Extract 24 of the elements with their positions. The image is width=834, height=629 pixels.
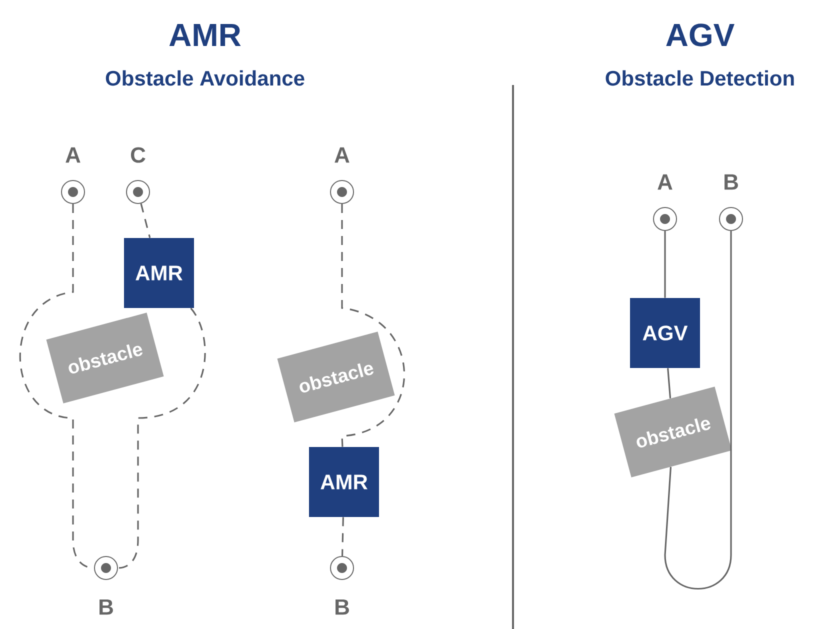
station-letter: A [658, 174, 672, 190]
station-letter: A [334, 147, 350, 163]
subheading: Obstacle Detection [606, 70, 794, 86]
vehicle-box: AMR [124, 238, 194, 308]
vehicle-box: AGV [630, 298, 700, 368]
path-line [664, 231, 732, 590]
path-line [140, 203, 151, 238]
station-letter: B [336, 599, 349, 615]
vehicle-box: AMR [309, 447, 379, 517]
path-line [667, 368, 672, 398]
station-letter: B [724, 174, 738, 190]
path-line [664, 231, 666, 298]
station-letter: C [130, 147, 146, 163]
station-letter: A [66, 147, 80, 163]
obstacle-box: obstacle [277, 332, 395, 422]
heading: AGV [666, 24, 734, 46]
path-line [341, 517, 344, 556]
obstacle-box: obstacle [46, 312, 164, 404]
station-letter: B [100, 599, 113, 615]
obstacle-box: obstacle [614, 386, 732, 478]
heading: AMR [169, 24, 241, 46]
subheading: Obstacle Avoidance [106, 70, 304, 86]
path-line [118, 308, 206, 569]
path-line [341, 204, 406, 447]
